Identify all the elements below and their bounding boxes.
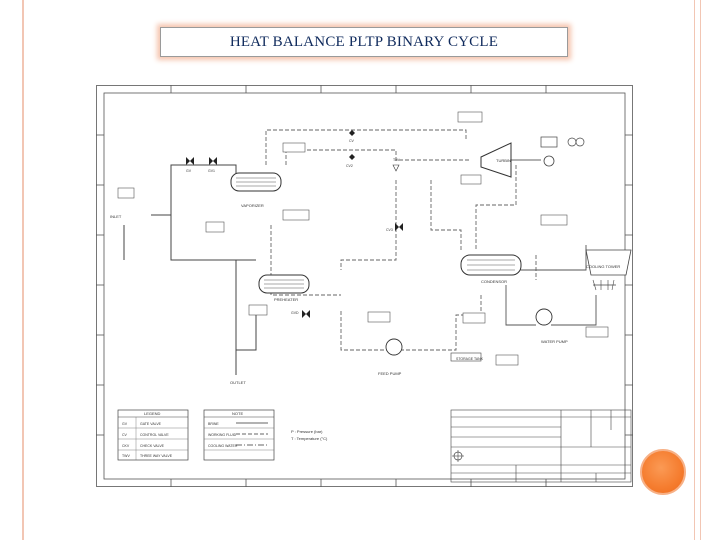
note-row: COOLING WATER xyxy=(208,444,238,448)
cooling-water-lines xyxy=(505,245,597,326)
slide-title: HEAT BALANCE PLTP BINARY CYCLE xyxy=(229,33,499,50)
label-condenser: CONDENSOR xyxy=(481,279,507,284)
pressure-note: P : Pressure (bar) xyxy=(291,429,323,434)
temperature-note: T : Temperature (°C) xyxy=(291,436,328,441)
note-row: BRINE xyxy=(208,422,219,426)
note-row: WORKING FLUID xyxy=(208,433,237,437)
valve-gv: GV xyxy=(186,157,194,173)
engineering-drawing: VAPORIZER PREHEATER CONDENSOR TURBIN COO… xyxy=(96,85,633,487)
valve-cv3: CV3 xyxy=(386,223,403,232)
instrument-tags xyxy=(117,111,609,366)
title-block-logo xyxy=(452,450,464,462)
label-gvd: GVD xyxy=(291,311,299,315)
legend-desc: CONTROL VALVE xyxy=(140,433,169,437)
label-cv: CV xyxy=(349,139,355,143)
note-title: NOTE xyxy=(232,411,243,416)
storage-tank: STORAGE TANK xyxy=(450,352,484,362)
title-block xyxy=(450,409,632,483)
label-storage-tank: STORAGE TANK xyxy=(456,357,484,361)
valve-gvd: GVD xyxy=(291,310,310,318)
legend-desc: GATE VALVE xyxy=(140,422,162,426)
brine-lines xyxy=(123,164,257,375)
right-decorative-rule xyxy=(694,0,695,540)
frame-zone-ticks xyxy=(96,85,633,487)
slide-title-box: HEAT BALANCE PLTP BINARY CYCLE xyxy=(160,27,568,57)
legend-table: LEGEND GV GATE VALVE CV CONTROL VALVE CK… xyxy=(117,409,189,461)
vaporizer-exchanger: VAPORIZER xyxy=(230,172,282,208)
note-table: NOTE BRINE WORKING FLUID COOLING WATER xyxy=(203,409,275,461)
water-pump: WATER PUMP xyxy=(535,308,568,344)
valves: GV GV1 CV CV2 CV3 TAV GVD xyxy=(186,130,403,318)
generator xyxy=(540,136,585,167)
turbine: TURBIN xyxy=(480,142,541,178)
valve-tav: TAV xyxy=(392,158,400,172)
label-gv1: GV1 xyxy=(208,169,215,173)
valve-cv: CV xyxy=(349,130,355,143)
legend-code: CV xyxy=(122,433,128,437)
legend-code: CKV xyxy=(122,444,130,448)
process-diagram: VAPORIZER PREHEATER CONDENSOR TURBIN COO… xyxy=(96,85,633,487)
label-feed-pump: FEED PUMP xyxy=(378,371,402,376)
label-tav: TAV xyxy=(393,158,400,162)
inner-frame xyxy=(103,92,626,480)
working-fluid-lines xyxy=(265,129,537,351)
preheater-exchanger: PREHEATER xyxy=(258,274,310,302)
label-gv: GV xyxy=(186,169,192,173)
label-cv2: CV2 xyxy=(346,164,353,168)
label-turbin: TURBIN xyxy=(496,158,511,163)
condenser-exchanger: CONDENSOR xyxy=(460,254,522,284)
label-inlet: INLET xyxy=(110,214,122,219)
valve-gv1: GV1 xyxy=(208,157,217,173)
cooling-tower: COOLING TOWER xyxy=(585,249,632,291)
legend-desc: CHECK VALVE xyxy=(140,444,165,448)
label-cooling-tower: COOLING TOWER xyxy=(586,264,620,269)
label-outlet: OUTLET xyxy=(230,380,246,385)
label-cv3: CV3 xyxy=(386,228,393,232)
label-water-pump: WATER PUMP xyxy=(541,339,568,344)
legend-code: TWV xyxy=(122,454,130,458)
valve-cv2: CV2 xyxy=(346,154,355,168)
label-vaporizer: VAPORIZER xyxy=(241,203,264,208)
right-decorative-rule-inner xyxy=(700,0,701,540)
feed-pump: FEED PUMP xyxy=(378,338,403,376)
left-decorative-rule xyxy=(22,0,24,540)
outer-frame xyxy=(96,85,633,487)
legend-code: GV xyxy=(122,422,128,426)
label-preheater: PREHEATER xyxy=(274,297,298,302)
legend-title: LEGEND xyxy=(144,411,161,416)
legend-desc: THREE WAY VALVE xyxy=(140,454,173,458)
decorative-orange-circle xyxy=(640,449,686,495)
